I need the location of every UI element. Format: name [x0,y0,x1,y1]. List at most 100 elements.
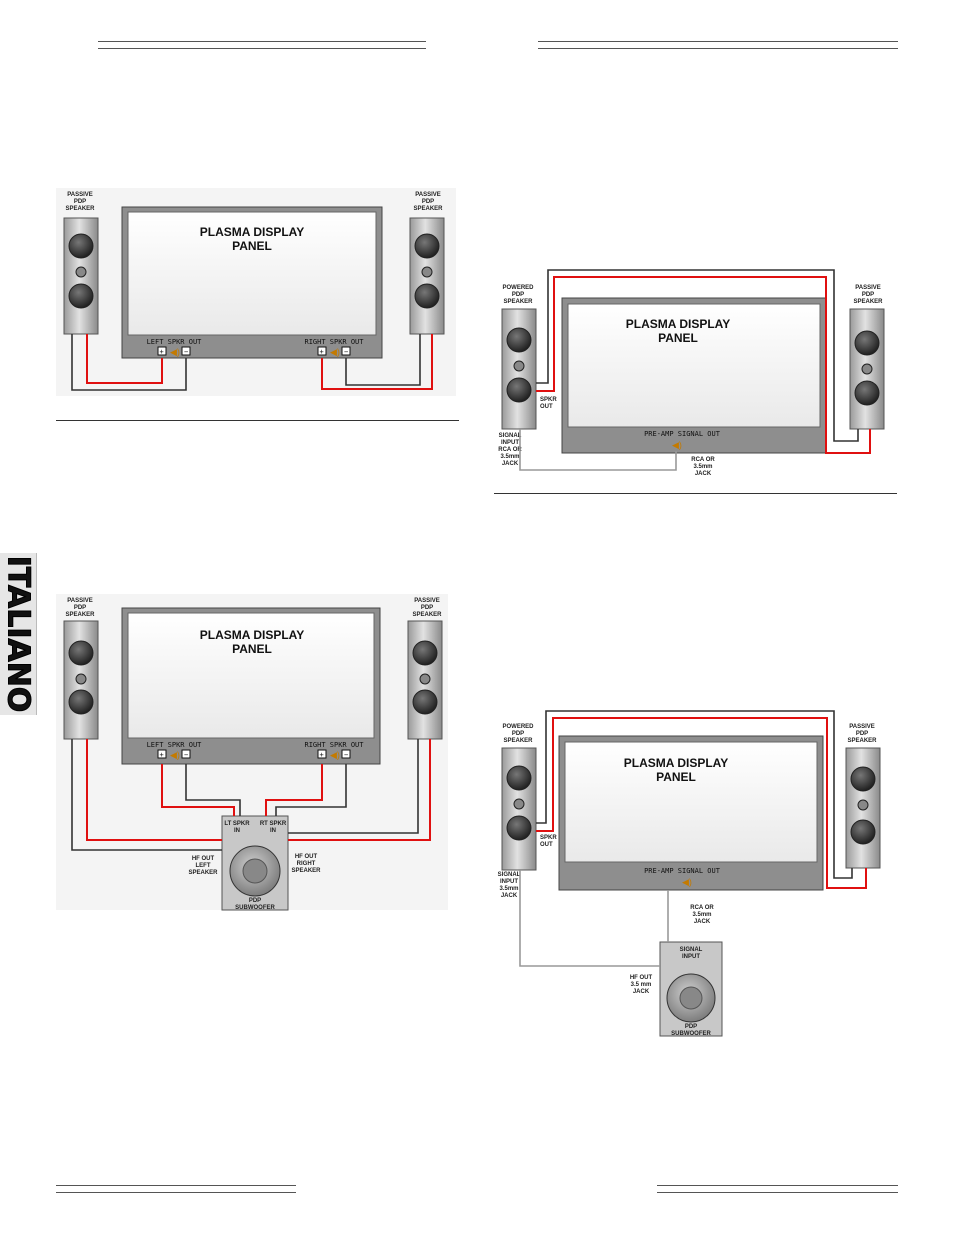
speaker-label-right-1: PASSIVE [414,598,440,604]
sub-2: SUBWOOFER [671,1031,711,1037]
passive-label-3: SPEAKER [853,299,883,305]
spkr-out-2: OUT [540,842,553,848]
svg-text:◀): ◀) [682,877,692,887]
speaker-label-left-3: SPEAKER [65,206,95,212]
speaker-label-left-2: PDP [74,605,86,611]
passive-speaker-left [63,217,99,335]
diagram-powered-subwoofer: POWERED PDP SPEAKER PASSIVE PDP SPEAKER … [498,710,881,1037]
svg-text:+: + [160,348,164,356]
rt-in-1: RT SPKR [260,821,287,827]
svg-text:+: + [160,751,164,759]
passive-label-3: SPEAKER [847,738,877,744]
left-spkr-out-label: LEFT SPKR OUT [147,741,203,749]
sub-1: PDP [685,1024,697,1030]
powered-label-1: POWERED [502,285,534,291]
svg-text:+: + [320,751,324,759]
svg-text:◀): ◀) [170,750,180,760]
powered-label-3: SPEAKER [503,738,533,744]
sig-in-4: 3.5mm [500,454,519,460]
passive-label-2: PDP [856,731,868,737]
diagram-powered-speaker: POWERED PDP SPEAKER PASSIVE PDP SPEAKER … [498,269,885,477]
speaker-label-left-1: PASSIVE [67,192,93,198]
passive-speaker [849,308,885,430]
powered-label-2: PDP [512,292,524,298]
panel-title-1: PLASMA DISPLAY [624,756,728,770]
sig-in-2: INPUT [500,879,518,885]
rt-in-2: IN [270,828,276,834]
powered-speaker [501,747,537,871]
passive-label-2: PDP [862,292,874,298]
speaker-label-right-3: SPEAKER [413,206,443,212]
passive-speaker-left [63,620,99,740]
pdp-subwoofer [221,815,289,911]
panel-title-2: PANEL [232,239,272,253]
hf-right-2: RIGHT [297,861,316,867]
speaker-label-left-1: PASSIVE [67,598,93,604]
diagram-passive-subwoofer: PASSIVE PDP SPEAKER PASSIVE PDP SPEAKER … [56,594,448,911]
powered-label-3: SPEAKER [503,299,533,305]
svg-text:−: − [184,751,188,759]
sub-1: PDP [249,898,261,904]
sig-in-3: 3.5mm [499,886,518,892]
passive-speaker-right [409,217,445,335]
speaker-label-right-3: SPEAKER [412,612,442,618]
sig-in-5: JACK [502,461,519,467]
hf-left-3: SPEAKER [188,870,218,876]
plasma-panel: PLASMA DISPLAY PANEL PRE-AMP SIGNAL OUT … [558,735,824,891]
panel-title-1: PLASMA DISPLAY [200,628,304,642]
rca-1: RCA OR [690,905,714,911]
svg-text:−: − [184,348,188,356]
preamp-out-label: PRE-AMP SIGNAL OUT [644,430,721,438]
hf35-3: JACK [633,989,650,995]
plasma-panel: PLASMA DISPLAY PANEL PRE-AMP SIGNAL OUT … [561,297,827,454]
panel-title-2: PANEL [656,770,696,784]
divider-right [494,493,897,494]
sub-sig-1: SIGNAL [680,947,703,953]
powered-label-1: POWERED [502,724,534,730]
sub-sig-2: INPUT [682,954,700,960]
svg-text:−: − [344,348,348,356]
plasma-panel: PLASMA DISPLAY PANEL LEFT SPKR OUT RIGHT… [121,206,383,359]
speaker-label-right-1: PASSIVE [415,192,441,198]
svg-text:◀): ◀) [330,347,340,357]
powered-speaker [501,308,537,430]
sig-in-1: SIGNAL [498,872,521,878]
passive-speaker [845,747,881,869]
footer-rule-left [56,1185,296,1193]
lt-in-1: LT SPKR [224,821,250,827]
hf-left-2: LEFT [196,863,211,869]
sig-in-2: INPUT [501,440,519,446]
rca-3: JACK [694,919,711,925]
sig-in-3: RCA OR [498,447,522,453]
sig-in-4: JACK [501,893,518,899]
panel-title-2: PANEL [232,642,272,656]
sig-in-1: SIGNAL [499,433,522,439]
header-rule-right [538,41,898,49]
hf35-1: HF OUT [630,975,653,981]
speaker-label-right-2: PDP [422,199,434,205]
rca-2: 3.5mm [692,912,711,918]
passive-speaker-right [407,620,443,740]
panel-title-2: PANEL [658,331,698,345]
rca-3: JACK [695,471,712,477]
language-tab-label: ITALIANO [0,555,36,713]
rca-1: RCA OR [691,457,715,463]
spkr-out-1: SPKR [540,397,557,403]
speaker-label-left-3: SPEAKER [65,612,95,618]
header-rule-left [98,41,426,49]
spkr-out-2: OUT [540,404,553,410]
lt-in-2: IN [234,828,240,834]
preamp-out-label: PRE-AMP SIGNAL OUT [644,867,721,875]
hf-left-1: HF OUT [192,856,215,862]
plasma-panel: PLASMA DISPLAY PANEL LEFT SPKR OUT RIGHT… [121,607,381,765]
diagram-passive-speakers: PASSIVE PDP SPEAKER PASSIVE PDP SPEAKER … [56,188,456,396]
svg-text:◀): ◀) [170,347,180,357]
passive-label-1: PASSIVE [849,724,875,730]
spkr-out-1: SPKR [540,835,557,841]
passive-label-1: PASSIVE [855,285,881,291]
rca-2: 3.5mm [693,464,712,470]
svg-text:◀): ◀) [330,750,340,760]
footer-rule-right [657,1185,898,1193]
powered-label-2: PDP [512,731,524,737]
hf35-2: 3.5 mm [631,982,652,988]
